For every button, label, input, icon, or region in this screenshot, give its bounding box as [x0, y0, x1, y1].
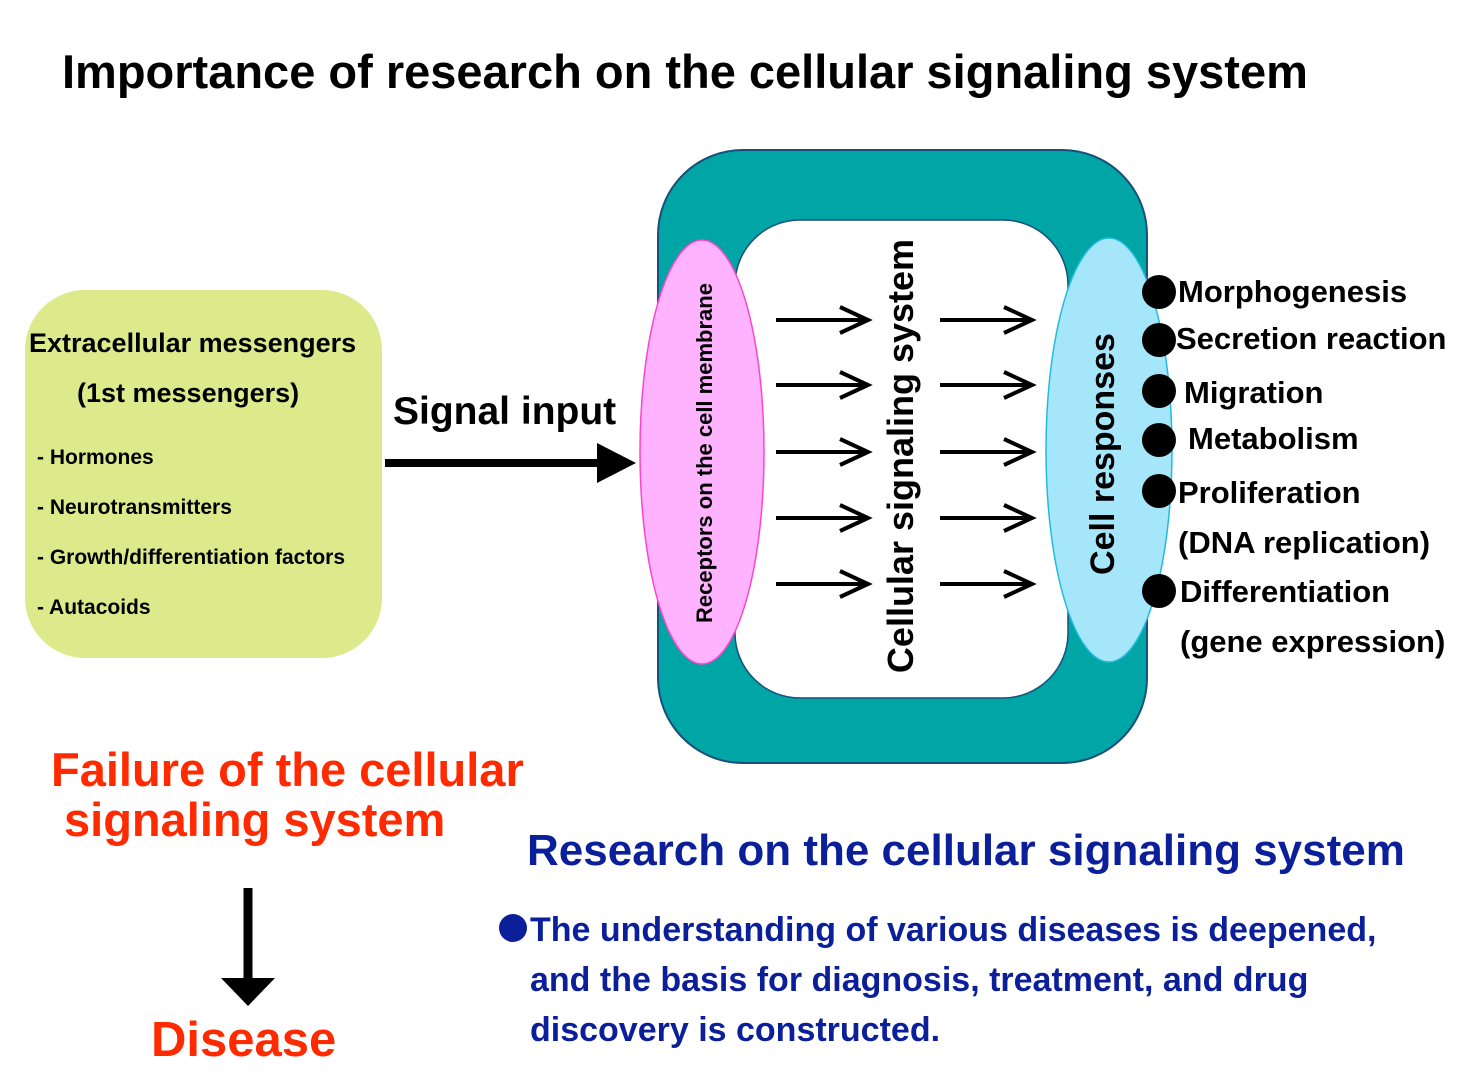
response-item: Secretion reaction — [1176, 321, 1447, 356]
research-line: discovery is constructed. — [530, 1011, 941, 1049]
failure-line: Failure of the cellular — [51, 743, 524, 796]
failure-text: Failure of the cellular signaling system — [51, 745, 524, 845]
bullet-icon — [1142, 374, 1176, 408]
research-line: and the basis for diagnosis, treatment, … — [530, 961, 1309, 999]
messengers-heading: Extracellular messengers — [29, 328, 357, 358]
bullet-icon — [1142, 474, 1176, 508]
response-item: Differentiation — [1180, 574, 1391, 609]
response-item: (gene expression) — [1180, 624, 1446, 659]
research-heading: Research on the cellular signaling syste… — [527, 826, 1405, 875]
disease-label: Disease — [151, 1013, 337, 1067]
messenger-item: - Autacoids — [37, 596, 151, 619]
arrow-row — [776, 437, 1037, 467]
arrow-row — [776, 569, 1037, 599]
messenger-item: - Hormones — [37, 446, 154, 469]
bullet-icon — [1142, 574, 1176, 608]
messenger-item: - Growth/differentiation factors — [37, 546, 346, 569]
research-line: The understanding of various diseases is… — [530, 911, 1377, 949]
failure-line: signaling system — [64, 793, 446, 846]
page-title: Importance of research on the cellular s… — [62, 45, 1308, 98]
arrow-row — [776, 305, 1037, 335]
messenger-item: - Neurotransmitters — [37, 496, 232, 519]
extracellular-messengers-box — [25, 290, 382, 658]
research-body: The understanding of various diseases is… — [530, 905, 1376, 1055]
receptors-label: Receptors on the cell membrane — [692, 283, 717, 623]
bullet-icon — [499, 914, 527, 942]
bullet-icon — [1142, 275, 1176, 309]
response-item: Migration — [1184, 375, 1324, 410]
signal-input-label: Signal input — [393, 390, 617, 433]
arrow-row — [776, 503, 1037, 533]
signal-arrows — [776, 305, 1037, 599]
cell-responses-label: Cell responses — [1084, 333, 1122, 575]
response-item: Proliferation — [1178, 475, 1361, 510]
response-item: Metabolism — [1188, 421, 1359, 456]
disease-arrowhead — [221, 978, 275, 1006]
receptors-ellipse — [639, 239, 765, 665]
response-item: Morphogenesis — [1178, 274, 1408, 309]
bullet-icon — [1142, 323, 1176, 357]
arrow-row — [776, 370, 1037, 400]
bullet-icon — [1142, 423, 1176, 457]
response-item: (DNA replication) — [1178, 525, 1431, 560]
signal-input-arrowhead — [597, 443, 636, 483]
signaling-system-label: Cellular signaling system — [880, 238, 921, 674]
messengers-subheading: (1st messengers) — [77, 378, 300, 408]
